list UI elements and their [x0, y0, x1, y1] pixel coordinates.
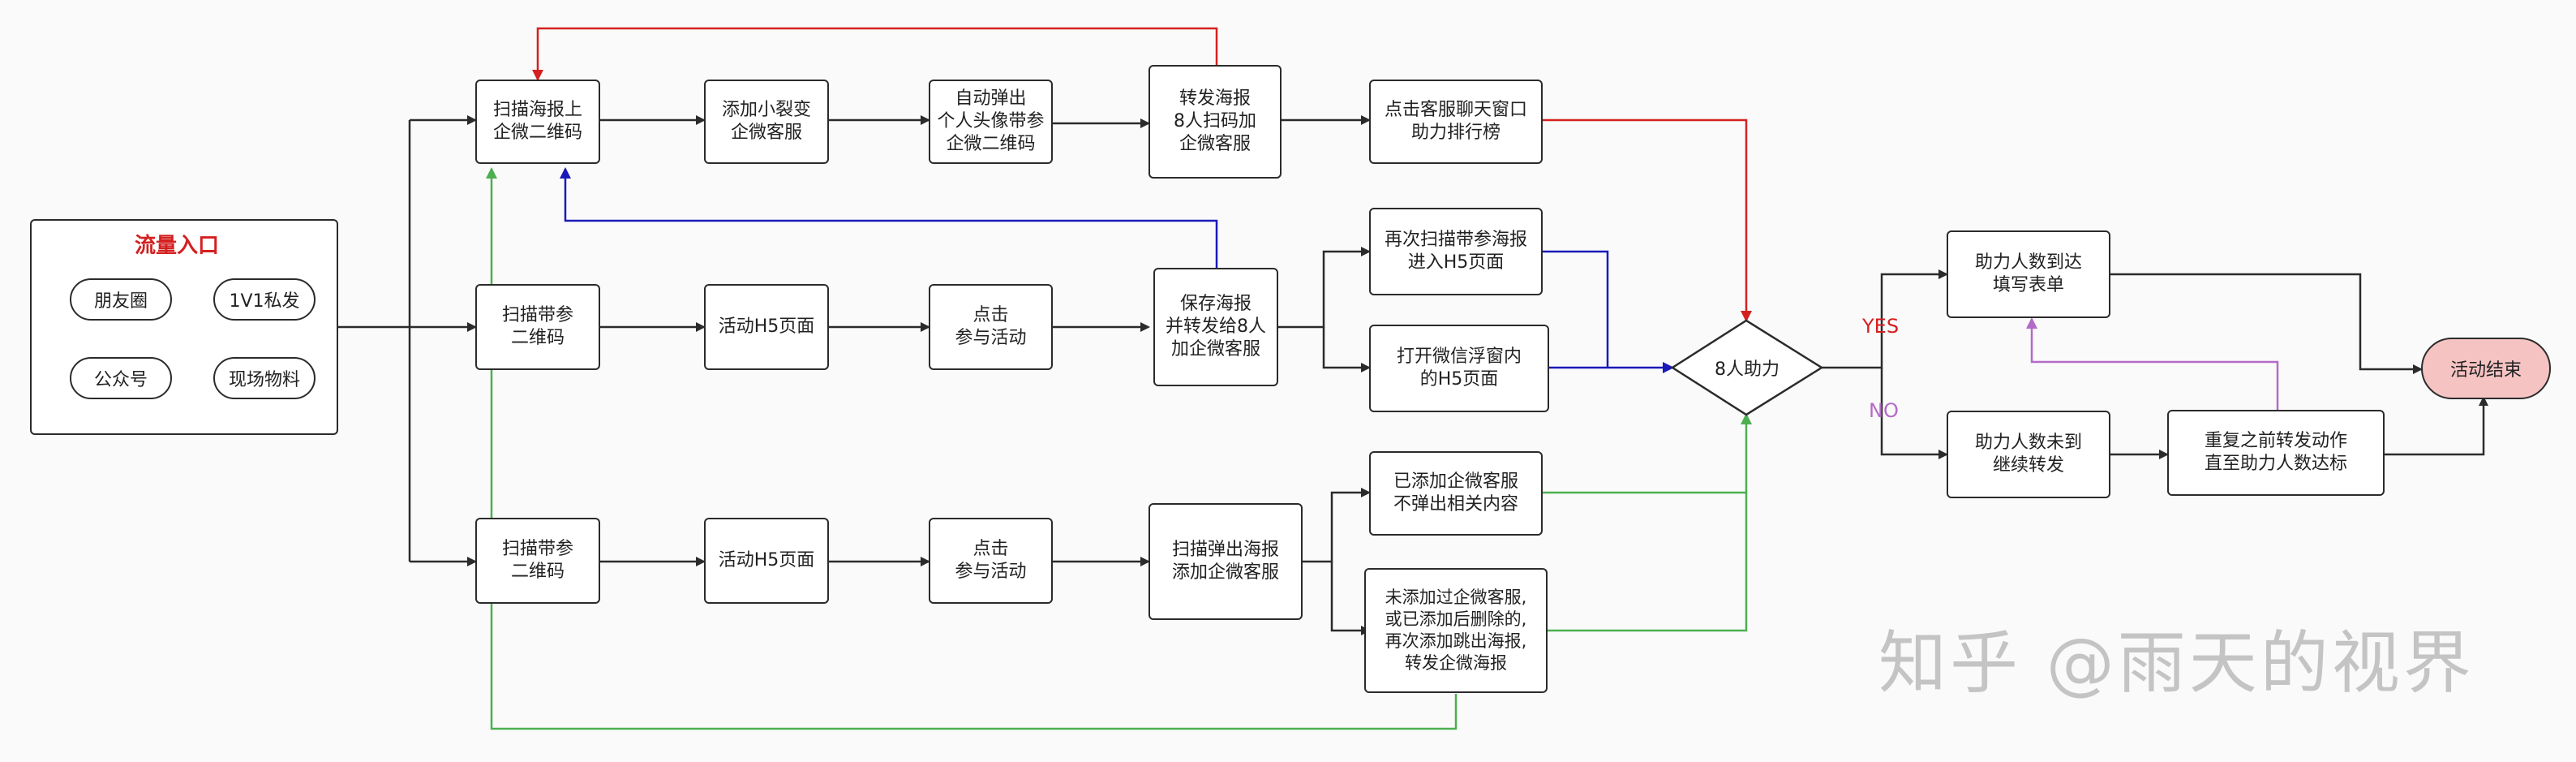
node-add-service[interactable]: 添加小裂变 企微客服 [704, 80, 829, 164]
watermark: 知乎 @雨天的视界 [1878, 623, 2475, 703]
node-click-join-2[interactable]: 点击 参与活动 [929, 518, 1053, 604]
connector-blue-rescan [1543, 250, 1609, 368]
node-reached-fill-form[interactable]: 助力人数到达 填写表单 [1947, 230, 2110, 318]
entry-pill-moments[interactable]: 朋友圈 [70, 278, 172, 321]
node-forward-poster[interactable]: 转发海报 8人扫码加 企微客服 [1148, 65, 1282, 179]
node-auto-popup[interactable]: 自动弹出 个人头像带参 企微二维码 [929, 80, 1053, 164]
node-save-poster[interactable]: 保存海报 并转发给8人 加企微客服 [1153, 268, 1278, 386]
node-already-added[interactable]: 已添加企微客服 不弹出相关内容 [1369, 451, 1543, 536]
node-scan-param-qr-1[interactable]: 扫描带参 二维码 [475, 284, 600, 370]
connector-red-to-decision [1543, 118, 1752, 322]
decision-no-label: NO [1869, 399, 1899, 422]
node-click-join-1[interactable]: 点击 参与活动 [929, 284, 1053, 370]
node-h5-page-2[interactable]: 活动H5页面 [704, 518, 829, 604]
node-scan-param-qr-2[interactable]: 扫描带参 二维码 [475, 518, 600, 604]
node-rescan-h5[interactable]: 再次扫描带参海报 进入H5页面 [1369, 208, 1543, 295]
node-activity-end[interactable]: 活动结束 [2421, 338, 2551, 399]
node-open-wechat-h5[interactable]: 打开微信浮窗内 的H5页面 [1369, 325, 1549, 412]
node-repeat-forward[interactable]: 重复之前转发动作 直至助力人数达标 [2167, 410, 2385, 496]
node-h5-page-1[interactable]: 活动H5页面 [704, 284, 829, 370]
entry-title: 流量入口 [135, 234, 220, 258]
entry-pill-official[interactable]: 公众号 [70, 357, 172, 399]
connector-green-loop [486, 167, 1458, 730]
node-not-reached-forward[interactable]: 助力人数未到 继续转发 [1947, 411, 2110, 498]
node-scan-poster-qr[interactable]: 扫描海报上 企微二维码 [475, 80, 600, 164]
node-scan-popup-poster[interactable]: 扫描弹出海报 添加企微客服 [1148, 503, 1303, 620]
entry-pill-direct[interactable]: 1V1私发 [213, 278, 316, 321]
decision-diamond [1670, 319, 1824, 416]
node-click-chat[interactable]: 点击客服聊天窗口 助力排行榜 [1369, 80, 1543, 164]
entry-pill-onsite[interactable]: 现场物料 [213, 357, 316, 399]
decision-label: 8人助力 [1715, 359, 1780, 380]
connector-purple-loop [2026, 317, 2279, 410]
node-not-added[interactable]: 未添加过企微客服, 或已添加后删除的, 再次添加跳出海报, 转发企微海报 [1364, 568, 1548, 693]
connector-blue-loop [560, 167, 1218, 268]
connector-green-notadded [1548, 493, 1748, 632]
decision-yes-label: YES [1862, 315, 1900, 338]
connector-red-loop [532, 27, 1218, 81]
connector-green-added [1543, 413, 1752, 494]
